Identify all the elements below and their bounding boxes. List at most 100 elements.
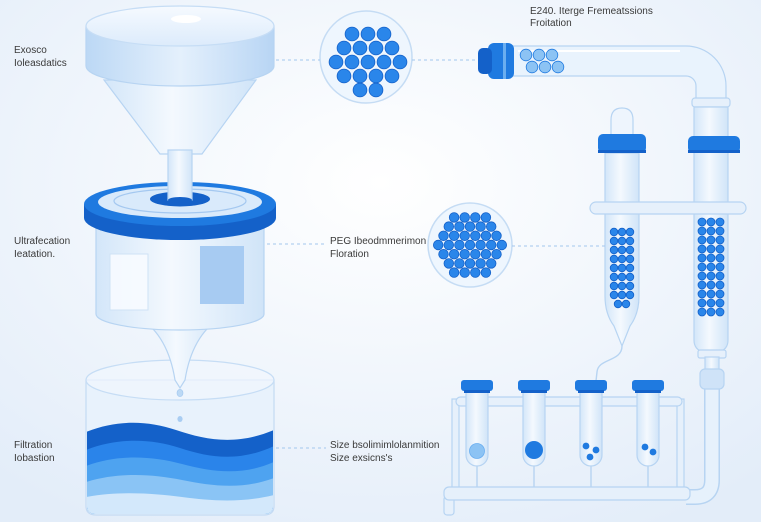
vesicle-dot [491, 230, 502, 242]
vesicle-dot [617, 290, 627, 300]
vesicle-dot [617, 236, 627, 246]
vesicle-dot [368, 68, 384, 84]
vesicle-dot [459, 230, 470, 242]
vesicle-dot [697, 307, 707, 317]
vesicle-dot [433, 239, 444, 251]
vesicle-dot [360, 54, 376, 70]
label-peg-line2: Floration [330, 249, 369, 260]
funnel [85, 5, 275, 203]
vesicle-dot [697, 280, 707, 290]
tube-cap [488, 43, 514, 79]
droplet-upper [176, 389, 184, 397]
vesicle-dot [551, 60, 565, 74]
horizontal-tube-assembly [478, 43, 731, 108]
vesicle-dot [475, 239, 486, 251]
vesicle-dot [496, 239, 508, 251]
label-ultrafiltration-line1: Ultrafecation [14, 236, 70, 247]
vesicle-dot [486, 239, 497, 251]
vesicle-dot [443, 258, 455, 269]
wave-layer-5 [87, 493, 273, 514]
vesicle-dot [697, 289, 707, 299]
vesicle-dot [625, 272, 635, 282]
rack-top-bar [455, 396, 683, 407]
vesicle-dot [706, 217, 716, 227]
vesicle-dot [715, 307, 725, 317]
tube-cap [518, 380, 550, 391]
vesicle-dot [384, 40, 400, 56]
vesicle-dot [448, 230, 460, 242]
vesicle-dot [448, 267, 460, 278]
vesicle-dot [617, 263, 627, 273]
vesicle-dot [454, 221, 465, 232]
vesicle-dot [609, 254, 619, 264]
vesicle-dot [715, 280, 725, 290]
vesicle-dot [715, 226, 725, 236]
vesicle-dot [352, 68, 368, 84]
test-tube-2 [518, 380, 550, 487]
vesicle-dot [625, 290, 635, 300]
test-tube-rack [443, 380, 691, 516]
vesicle-dot [392, 54, 408, 70]
left-column-cap [598, 134, 646, 153]
vesicle-dot [344, 26, 360, 42]
vesicle-dot [459, 267, 470, 278]
vesicle-dot [715, 298, 725, 308]
vesicle-dot [697, 253, 707, 263]
vesicle-dot [376, 26, 392, 42]
tube-vesicle [592, 446, 600, 454]
vesicle-dot [621, 299, 631, 309]
vesicle-dot [491, 248, 502, 260]
label-exosome-line2: Ioleasdatics [14, 58, 67, 69]
vesicle-cluster-middle [433, 212, 508, 278]
tube-vesicle [641, 443, 649, 451]
vesicle-dot [697, 244, 707, 254]
vesicle-dot [609, 263, 619, 273]
left-column-stopper [610, 107, 634, 137]
right-column-valve [699, 368, 725, 390]
vesicle-dot [480, 267, 492, 278]
label-size-exclusion-line2: Size exsicns's [330, 453, 393, 464]
test-tube-3 [575, 380, 607, 487]
right-column-cap-lip [688, 150, 740, 153]
vesicle-dot [625, 254, 635, 264]
vesicle-dot [715, 289, 725, 299]
vesicle-dot [697, 271, 707, 281]
vesicle-dot [384, 68, 400, 84]
vesicle-dot [617, 272, 627, 282]
vesicle-dot [706, 271, 716, 281]
tube-cap-stripe [503, 43, 506, 79]
vesicle-dot [697, 262, 707, 272]
right-column-cap [688, 136, 740, 153]
rack-upright-right [676, 398, 685, 490]
label-precipitation-line1: E240. Iterge Fremeatssions [530, 6, 653, 17]
vesicle-dot [454, 239, 465, 251]
vesicle-dot [352, 82, 368, 98]
left-column-drip-line [595, 345, 623, 382]
right-column-vesicles [697, 217, 725, 317]
ultrafiltration-unit [84, 182, 276, 397]
vesicle-dot [475, 221, 486, 232]
tube-cap-lip [578, 390, 604, 393]
vesicle-dot [715, 262, 725, 272]
vesicle-dot [715, 271, 725, 281]
vesicle-dot [609, 272, 619, 282]
funnel-neck [167, 149, 193, 201]
tube-cap [575, 380, 607, 391]
tube-cap-lip [635, 390, 661, 393]
vesicle-dot [613, 299, 623, 309]
vesicle-dot [706, 289, 716, 299]
vesicle-dot [486, 221, 497, 232]
vesicle-dot [609, 281, 619, 291]
vesicle-dot [706, 244, 716, 254]
unit-panel-right [200, 246, 244, 304]
vesicle-dot [448, 212, 460, 223]
vesicle-dot [617, 245, 627, 255]
vesicle-dot [545, 48, 559, 62]
vesicle-dot [706, 235, 716, 245]
tube-cap [461, 380, 493, 391]
vesicle-dot [625, 281, 635, 291]
vesicle-dot [706, 226, 716, 236]
beaker-layers [87, 422, 273, 514]
horizontal-tube [499, 45, 727, 101]
